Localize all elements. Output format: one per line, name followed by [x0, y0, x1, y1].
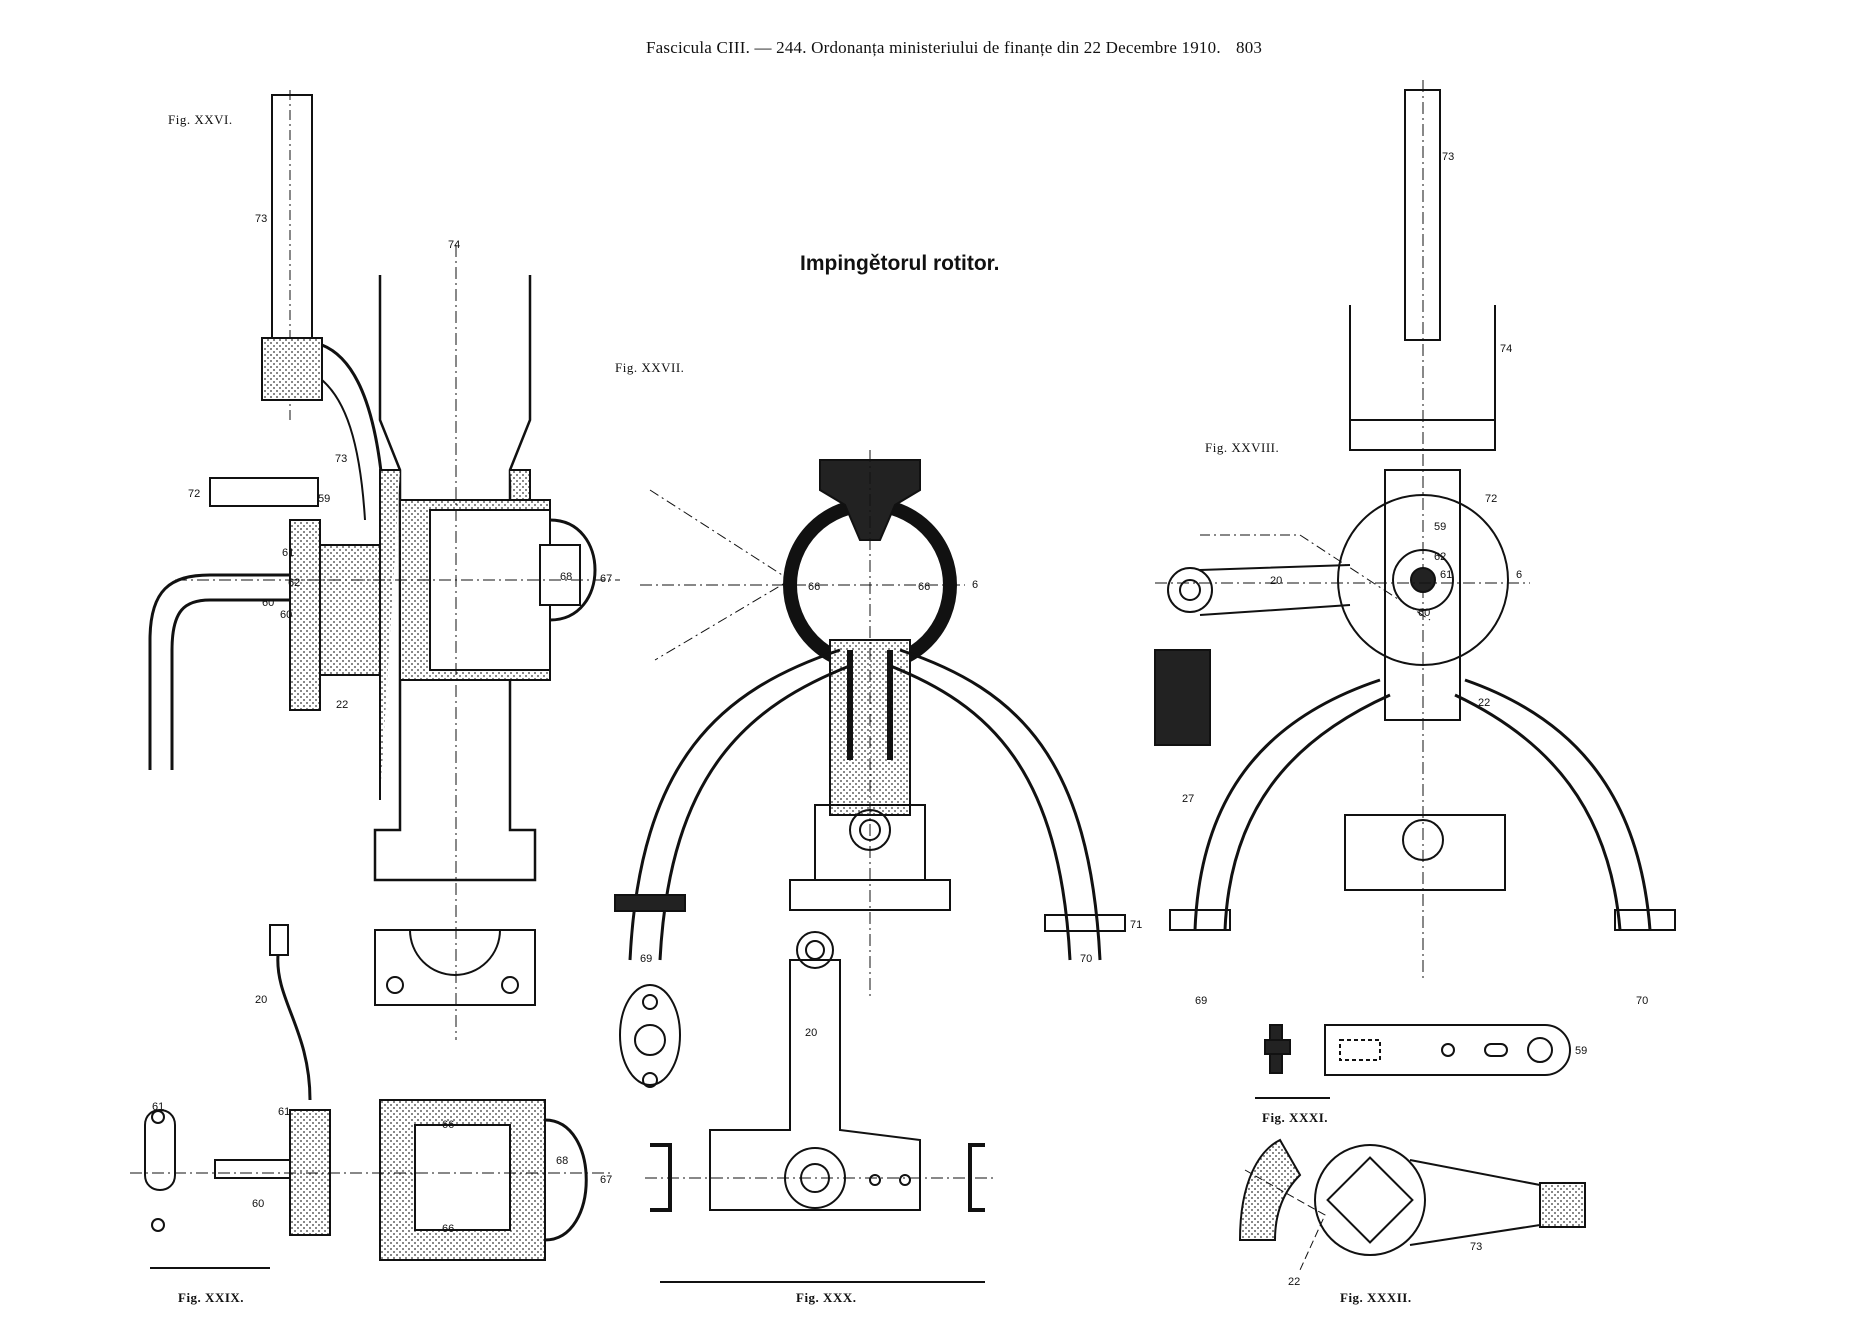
fig-xxviii-part-numbers: 73 74 72 59 62 61 20 6 60 22 27 69 70 — [1182, 151, 1648, 1007]
part-number: 61 — [1440, 569, 1452, 581]
part-number: 66 — [918, 581, 930, 593]
part-number: 59 — [1434, 521, 1446, 533]
fig-label-xxix: Fig. XXIX. — [178, 1290, 245, 1305]
part-number: 66 — [442, 1119, 454, 1131]
part-number: 72 — [1485, 493, 1497, 505]
part-number: 20 — [1270, 575, 1282, 587]
part-number: 70 — [1080, 953, 1092, 965]
part-number: 60 — [280, 609, 292, 621]
part-number: 61 — [152, 1101, 164, 1113]
part-number: 62 — [288, 577, 300, 589]
part-number: 73 — [1470, 1241, 1482, 1253]
part-number: 72 — [188, 488, 200, 500]
fig-label-xxviii: Fig. XXVIII. — [1205, 440, 1280, 455]
part-number: 22 — [336, 699, 348, 711]
fig-xxxi-part-numbers: 59 — [1575, 1045, 1587, 1057]
part-number: 60 — [252, 1198, 264, 1210]
part-number: 73 — [255, 213, 267, 225]
fig-label-xxxi: Fig. XXXI. — [1262, 1110, 1329, 1125]
fig-xxx-drawing — [619, 931, 995, 1283]
part-number: 66 — [442, 1223, 454, 1235]
part-number: 67 — [600, 573, 612, 585]
fig-xxxi-drawing — [1255, 1024, 1571, 1099]
part-number: 59 — [318, 493, 330, 505]
fig-xxvii-drawing — [614, 450, 1126, 1000]
part-number: 6 — [1516, 569, 1522, 581]
page-number: 803 — [1236, 38, 1263, 57]
fig-xxviii-drawing — [1154, 80, 1676, 980]
running-head: Fascicula CIII. — 244. Ordonanța ministe… — [646, 38, 1221, 57]
fig-xxxii-part-numbers: 73 22 — [1288, 1241, 1482, 1288]
part-number: 20 — [805, 1027, 817, 1039]
fig-xxxii-drawing — [1238, 1138, 1586, 1271]
part-number: 69 — [1195, 995, 1207, 1007]
part-number: 6 — [972, 579, 978, 591]
drawing-title: Impingětorul rotitor. — [800, 252, 1000, 275]
part-number: 22 — [1288, 1276, 1300, 1288]
part-number: 60 — [262, 597, 274, 609]
fig-xxix-drawing — [130, 924, 610, 1269]
fig-label-xxvii: Fig. XXVII. — [615, 360, 685, 375]
part-number: 61 — [278, 1106, 290, 1118]
part-number: 27 — [1182, 793, 1194, 805]
fig-label-xxx: Fig. XXX. — [796, 1290, 857, 1305]
part-number: 62 — [1434, 551, 1446, 563]
part-number: 60 — [1418, 607, 1430, 619]
part-number: 61 — [282, 547, 294, 559]
part-number: 71 — [1130, 919, 1142, 931]
part-number: 59 — [1575, 1045, 1587, 1057]
part-number: 70 — [1636, 995, 1648, 1007]
part-number: 74 — [1500, 343, 1512, 355]
part-number: 67 — [600, 1174, 612, 1186]
part-number: 69 — [640, 953, 652, 965]
part-number: 20 — [255, 994, 267, 1006]
part-number: 22 — [1478, 697, 1490, 709]
part-number: 68 — [556, 1155, 568, 1167]
fig-xxix-part-numbers: 20 61 66 66 68 67 60 61 — [152, 994, 612, 1235]
part-number: 74 — [448, 239, 460, 251]
part-number: 66 — [808, 581, 820, 593]
part-number: 68 — [560, 571, 572, 583]
fig-xxvii-part-numbers: 66 66 69 70 71 6 — [640, 579, 1142, 965]
fig-xxvi-drawing — [148, 90, 620, 1040]
fig-label-xxxii: Fig. XXXII. — [1340, 1290, 1412, 1305]
fig-xxvi-part-numbers: 73 74 73 72 59 61 62 60 60 22 68 67 — [188, 213, 612, 711]
fig-xxx-part-numbers: 20 — [805, 1027, 817, 1039]
part-number: 73 — [335, 453, 347, 465]
fig-label-xxvi: Fig. XXVI. — [168, 112, 233, 127]
part-number: 73 — [1442, 151, 1454, 163]
